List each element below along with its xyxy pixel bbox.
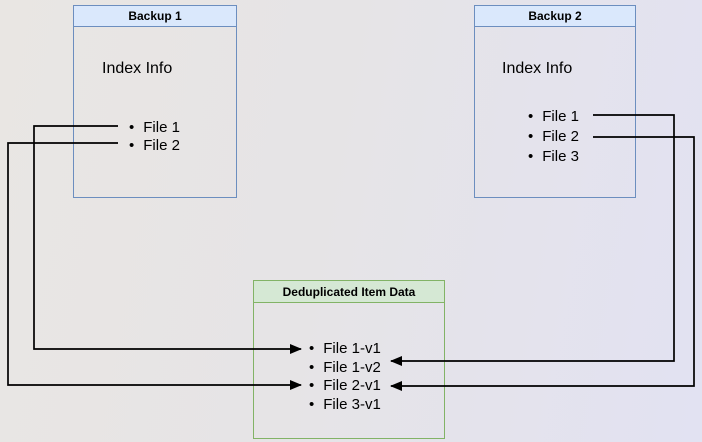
list-item: File 1-v1	[309, 339, 381, 358]
node-backup-1: Backup 1 Index Info File 1 File 2	[73, 5, 237, 198]
list-item: File 3-v1	[309, 395, 381, 414]
dedup-item-list: File 1-v1 File 1-v2 File 2-v1 File 3-v1	[309, 339, 381, 414]
backup-1-file-list: File 1 File 2	[129, 118, 180, 154]
item-label: File 2-v1	[323, 377, 381, 395]
dedup-title: Deduplicated Item Data	[254, 281, 444, 303]
backup-1-title: Backup 1	[74, 6, 236, 27]
backup-2-index-info-label: Index Info	[502, 60, 573, 77]
list-item: File 2	[129, 136, 180, 154]
item-label: File 1-v1	[323, 339, 381, 357]
file-label: File 2	[542, 127, 579, 145]
backup-2-title: Backup 2	[475, 6, 635, 27]
list-item: File 1-v2	[309, 358, 381, 377]
node-backup-2: Backup 2 Index Info File 1 File 2 File 3	[474, 5, 636, 198]
file-label: File 1	[143, 118, 180, 136]
file-label: File 1	[542, 107, 579, 125]
file-label: File 3	[542, 147, 579, 165]
file-label: File 2	[143, 136, 180, 154]
item-label: File 3-v1	[323, 395, 381, 413]
list-item: File 1	[528, 106, 579, 126]
item-label: File 1-v2	[323, 358, 381, 376]
list-item: File 2	[528, 126, 579, 146]
list-item: File 1	[129, 118, 180, 136]
backup-1-index-info-label: Index Info	[102, 60, 173, 77]
list-item: File 3	[528, 146, 579, 166]
node-deduplicated-item-data: Deduplicated Item Data File 1-v1 File 1-…	[253, 280, 445, 439]
backup-2-file-list: File 1 File 2 File 3	[528, 106, 579, 166]
list-item: File 2-v1	[309, 376, 381, 395]
